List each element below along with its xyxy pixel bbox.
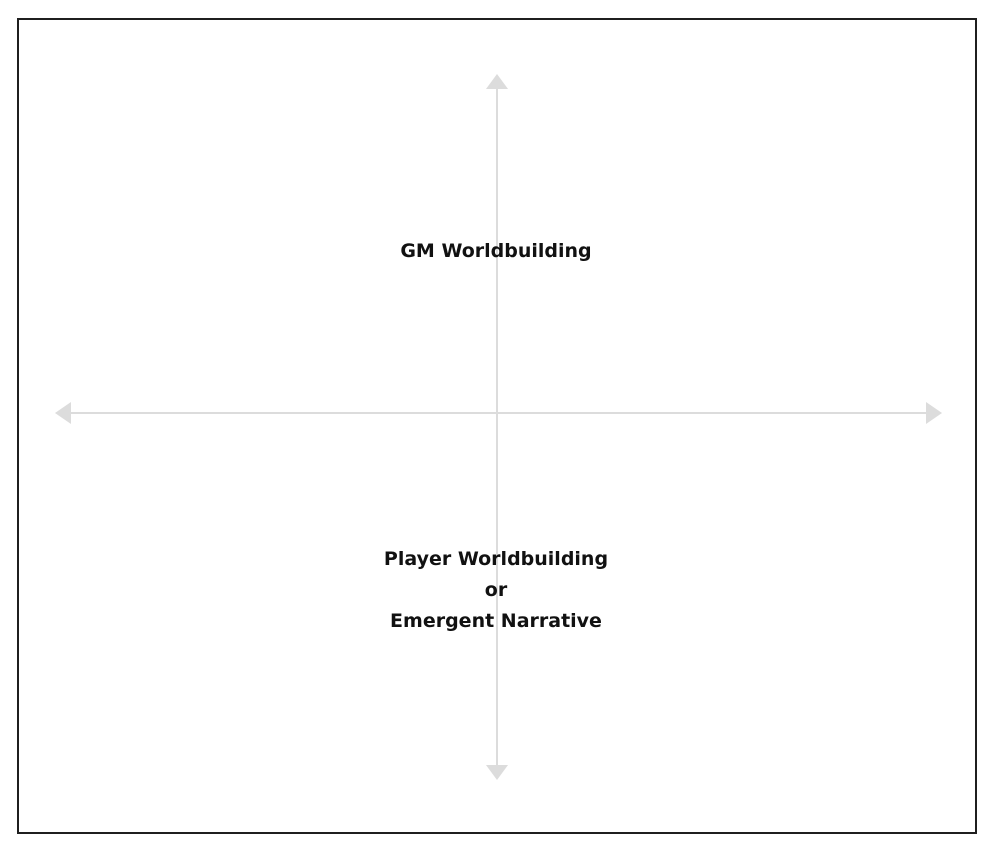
up-arrow-icon xyxy=(486,74,508,89)
bottom-axis-label: Player Worldbuilding or Emergent Narrati… xyxy=(296,544,696,637)
bottom-label-line-1: Player Worldbuilding xyxy=(383,548,609,570)
left-arrow-icon xyxy=(55,402,71,424)
bottom-label-line-3: Emergent Narrative xyxy=(390,610,602,632)
down-arrow-icon xyxy=(486,765,508,780)
right-arrow-icon xyxy=(926,402,942,424)
bottom-label-line-2: or xyxy=(484,579,508,601)
top-axis-label: GM Worldbuilding xyxy=(400,240,592,262)
